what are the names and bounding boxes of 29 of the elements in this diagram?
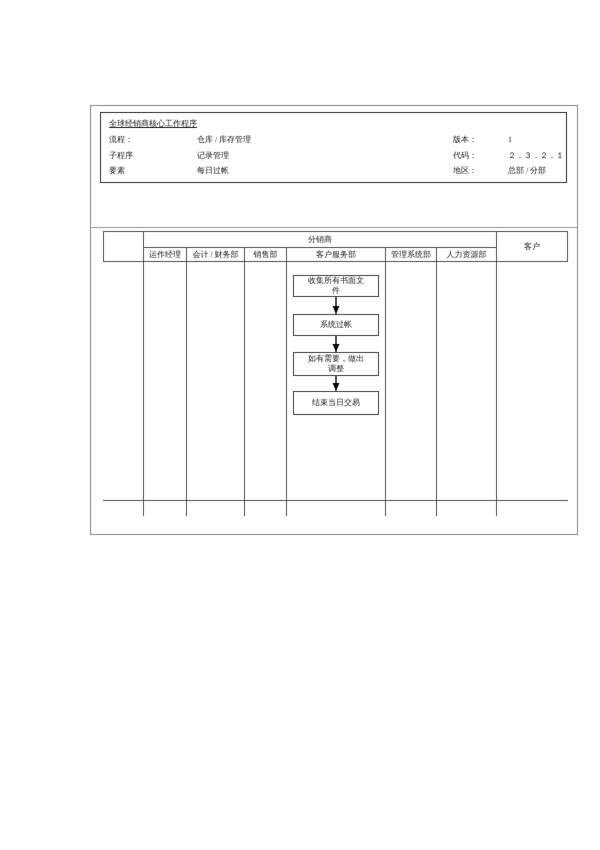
field-value: 每日过帐: [197, 166, 229, 176]
lane-title: 运作经理: [149, 250, 181, 260]
lane-title: 会计 / 财务部: [192, 250, 239, 260]
process-box: 结束当日交易: [293, 391, 379, 415]
process-box: 系统过帐: [293, 314, 379, 336]
field-label: 代码：: [453, 151, 477, 161]
process-box: 收集所有书面文件: [293, 275, 379, 297]
field-value: 总部 / 分部: [508, 166, 546, 176]
field-value: 1: [508, 135, 512, 145]
field-value: 记录管理: [197, 151, 229, 161]
field-label: 要素: [109, 166, 125, 176]
lane-group: [143, 231, 497, 516]
arrow: [332, 297, 340, 314]
field-value: 仓库 / 库存管理: [197, 135, 252, 145]
field-value: ２．３．２．１: [508, 151, 564, 161]
field-label: 流程：: [109, 135, 133, 145]
field-label: 地区：: [453, 166, 477, 176]
lane-title: 客户服务部: [316, 250, 356, 260]
lane-title: 客户: [524, 242, 540, 252]
document-title: 全球经销商核心工作程序: [109, 119, 197, 129]
arrow: [332, 336, 340, 352]
process-box: 如有需要，做出调整: [293, 352, 379, 376]
arrow: [332, 376, 340, 391]
lane-title: 分销商: [308, 234, 332, 244]
field-label: 版本：: [453, 135, 477, 145]
field-label: 子程序: [109, 151, 133, 161]
lane-title: 销售部: [254, 250, 278, 260]
lane-title: 管理系统部: [391, 250, 431, 260]
lane-title: 人力资源部: [446, 250, 486, 260]
